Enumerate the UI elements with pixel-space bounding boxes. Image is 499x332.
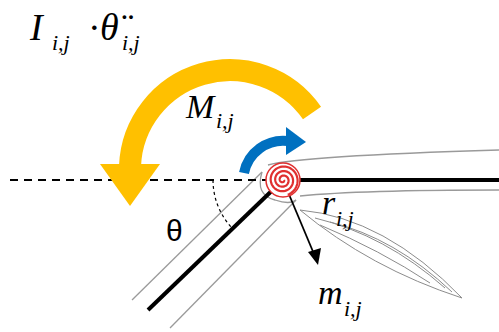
upper-segment-line [283, 178, 499, 182]
inertia-arrow [130, 70, 312, 166]
upper-bone-edge [268, 150, 499, 165]
moment-arm-symbol: r [322, 186, 335, 220]
joint-spring-circle [266, 163, 300, 197]
angular-acceleration: θ̈ [100, 8, 119, 46]
subscript: i,j [336, 208, 354, 230]
lower-bone-edge [170, 200, 296, 328]
moment-arm-arrowhead [308, 248, 321, 265]
subscript: i,j [52, 32, 70, 54]
bone-outline [132, 150, 499, 328]
lower-bone-edge [132, 172, 262, 300]
lower-segment-line [148, 180, 283, 310]
angle-arc [213, 180, 233, 229]
moment-arm-line [288, 192, 314, 254]
muscle-fiber [320, 225, 430, 283]
subscript: i,j [344, 298, 362, 320]
inertia-symbol: I [30, 8, 43, 46]
inertia-arrowhead [100, 164, 160, 206]
spring-spiral [271, 167, 298, 195]
angle-symbol: θ [166, 216, 183, 246]
muscle-symbol: m [318, 276, 343, 310]
moment-arrowhead [286, 127, 306, 155]
muscle-fiber [330, 222, 452, 292]
moment-symbol: M [186, 90, 214, 124]
subscript: i,j [216, 110, 234, 132]
multiply-dot: · [88, 8, 101, 46]
subscript: i,j [122, 32, 140, 54]
